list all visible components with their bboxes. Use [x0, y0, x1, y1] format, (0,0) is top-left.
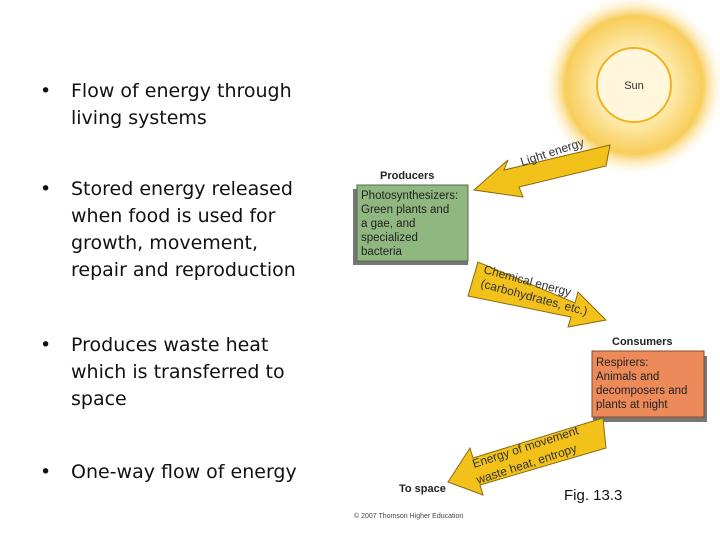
bullet-dot: • [40, 334, 52, 356]
bullet-dot: • [40, 461, 52, 483]
bullet-dot: • [40, 178, 52, 200]
bullet-item: • One-way flow of energy [40, 459, 320, 486]
consumers-text: Respirers: Animals and decomposers and p… [596, 357, 688, 411]
consumers-box [591, 350, 705, 418]
bullet-text: Stored energy released when food is used… [71, 178, 296, 281]
bullet-item: • Flow of energy through living systems [40, 78, 320, 132]
producers-title: Producers [380, 170, 434, 182]
producers-text: Photosynthesizers: Green plants and a ga… [361, 190, 459, 258]
movement-energy-arrow [447, 417, 607, 496]
producers-box [356, 184, 469, 262]
bullet-text: One-way flow of energy [71, 461, 297, 483]
bullet-item: • Produces waste heat which is transferr… [40, 332, 320, 413]
bullet-text: Produces waste heat which is transferred… [71, 334, 285, 410]
bullet-dot: • [40, 80, 52, 102]
bullet-item: • Stored energy released when food is us… [40, 176, 320, 284]
sun [596, 47, 672, 123]
figure-label: Fig. 13.3 [564, 487, 622, 504]
to-space-label: To space [399, 483, 446, 495]
chemical-energy-arrow [467, 261, 608, 328]
consumers-title: Consumers [612, 336, 673, 348]
sun-label: Sun [624, 80, 644, 92]
copyright-text: © 2007 Thomson Higher Education [354, 512, 463, 520]
light-energy-arrow [472, 144, 611, 198]
bullet-text: Flow of energy through living systems [71, 80, 292, 129]
